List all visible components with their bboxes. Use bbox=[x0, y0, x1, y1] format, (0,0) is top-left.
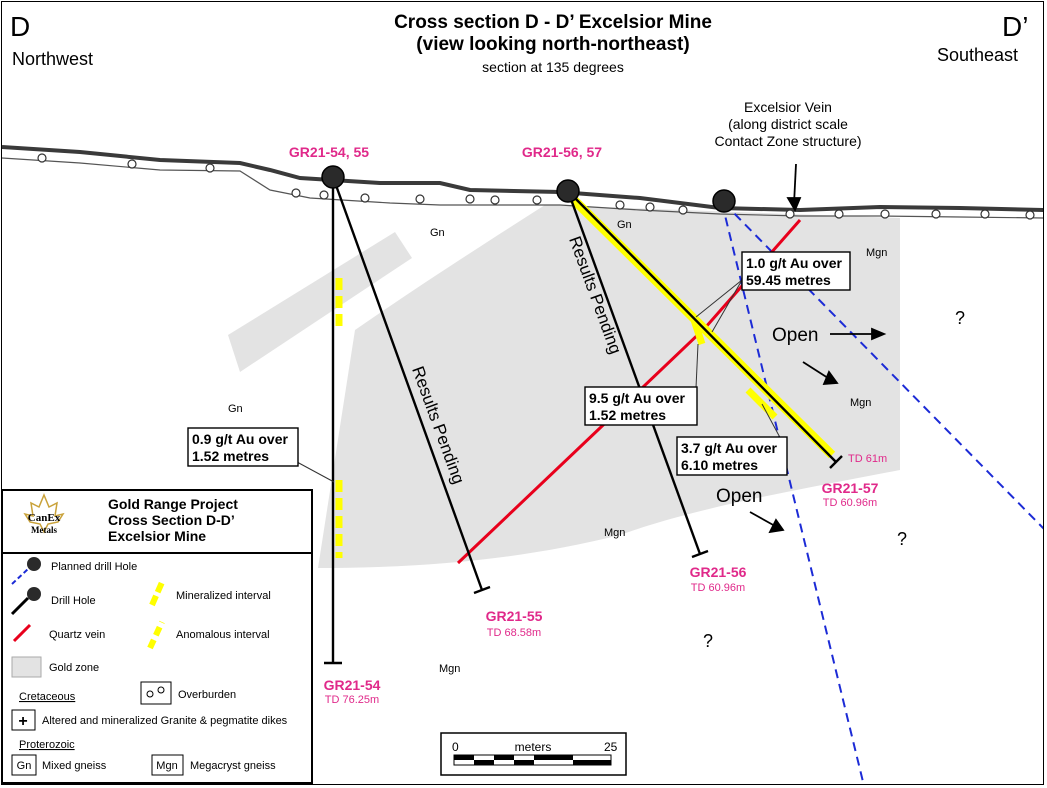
vein-label-line-2: (along district scale bbox=[728, 116, 848, 132]
rock-label-mgn-2: Mgn bbox=[850, 397, 871, 409]
logo-text-top: CanEx bbox=[28, 512, 61, 524]
result-box-1: 1.0 g/t Au over 59.45 metres bbox=[741, 251, 851, 291]
legend-gn-label: Mixed gneiss bbox=[42, 760, 107, 772]
legend-granite-symbol bbox=[11, 709, 36, 731]
legend-gold-label: Gold zone bbox=[49, 662, 99, 674]
svg-text:59.45 metres: 59.45 metres bbox=[746, 272, 831, 288]
legend-proterozoic-heading: Proterozoic bbox=[19, 739, 75, 751]
title-line-3: section at 135 degrees bbox=[482, 59, 624, 75]
collar-gr21-56-57 bbox=[556, 179, 580, 203]
legend-mineralized-label: Mineralized interval bbox=[176, 590, 271, 602]
svg-text:6.10 metres: 6.10 metres bbox=[681, 457, 758, 473]
legend-quartz-label: Quartz vein bbox=[49, 629, 105, 641]
open-label-1: Open bbox=[772, 325, 818, 346]
hole-td-gr21-54: TD 76.25m bbox=[325, 694, 379, 706]
corner-right-letter: D’ bbox=[1002, 11, 1028, 42]
legend-quartz-symbol bbox=[12, 623, 32, 643]
legend-granite-label: Altered and mineralized Granite & pegmat… bbox=[42, 715, 288, 727]
maple-leaf-icon bbox=[23, 493, 65, 534]
scale-label: meters bbox=[515, 740, 552, 754]
title-line-1: Cross section D - D’ Excelsior Mine bbox=[394, 12, 712, 33]
corner-left-direction: Northwest bbox=[12, 49, 93, 69]
collar-gr21-54-55 bbox=[321, 165, 345, 189]
logo-text-bottom: Metals bbox=[31, 525, 57, 535]
scale-bar bbox=[440, 732, 627, 776]
rock-label-gn-2: Gn bbox=[617, 219, 632, 231]
canex-logo: CanEx Metals bbox=[23, 493, 65, 535]
legend-anomalous-symbol bbox=[147, 620, 165, 650]
rock-label-mgn-3: Mgn bbox=[604, 527, 625, 539]
legend-panel bbox=[1, 489, 313, 784]
legend-overburden-symbol bbox=[140, 681, 172, 705]
hole-label-gr21-56: GR21-56 bbox=[690, 564, 747, 580]
open-label-2: Open bbox=[716, 486, 762, 507]
hole-label-gr21-54: GR21-54 bbox=[324, 677, 381, 693]
drill-holes bbox=[324, 176, 843, 665]
scale-end: 25 bbox=[604, 740, 618, 754]
svg-text:+: + bbox=[18, 713, 27, 730]
anomalous-interval-gr21-57 bbox=[745, 387, 778, 420]
rock-label-gn-3: Gn bbox=[228, 403, 243, 415]
legend-drill-label: Drill Hole bbox=[51, 595, 96, 607]
rock-label-gn-1: Gn bbox=[430, 227, 445, 239]
svg-text:3.7 g/t Au over: 3.7 g/t Au over bbox=[681, 440, 778, 456]
corner-right-direction: Southeast bbox=[937, 45, 1018, 65]
hole-td-gr21-55: TD 68.58m bbox=[487, 627, 541, 639]
collar-label-left: GR21-54, 55 bbox=[289, 144, 369, 160]
collar-label-middle: GR21-56, 57 bbox=[522, 144, 602, 160]
vein-label-line-1: Excelsior Vein bbox=[744, 99, 832, 115]
legend-mgn-symbol bbox=[151, 754, 184, 776]
vein-label-line-3: Contact Zone structure) bbox=[714, 133, 861, 149]
rock-label-mgn-1: Mgn bbox=[866, 247, 887, 259]
title-line-2: (view looking north-northeast) bbox=[416, 34, 689, 55]
svg-text:Gn: Gn bbox=[17, 760, 32, 772]
hole-td-extra: TD 61m bbox=[848, 453, 887, 465]
legend-mineralized-symbol bbox=[149, 578, 166, 607]
question-mark-1: ? bbox=[955, 308, 965, 328]
hole-td-gr21-57: TD 60.96m bbox=[823, 497, 877, 509]
legend-planned-symbol bbox=[11, 568, 29, 585]
svg-text:1.52 metres: 1.52 metres bbox=[589, 407, 666, 423]
svg-text:9.5 g/t Au over: 9.5 g/t Au over bbox=[589, 390, 686, 406]
arrows bbox=[749, 163, 887, 534]
svg-text:Mgn: Mgn bbox=[156, 760, 177, 772]
project-line-2: Cross Section D-D’ bbox=[108, 512, 235, 528]
result-box-3: 3.7 g/t Au over 6.10 metres bbox=[676, 436, 788, 476]
svg-text:0.9 g/t Au over: 0.9 g/t Au over bbox=[192, 431, 289, 447]
topography-upper-line bbox=[2, 145, 1043, 213]
result-box-2: 9.5 g/t Au over 1.52 metres bbox=[584, 386, 698, 426]
project-line-3: Excelsior Mine bbox=[108, 528, 206, 544]
project-line-1: Gold Range Project bbox=[108, 496, 238, 512]
hole-label-gr21-57: GR21-57 bbox=[822, 480, 879, 496]
legend-gold-symbol bbox=[11, 656, 42, 678]
legend-anomalous-label: Anomalous interval bbox=[176, 629, 270, 641]
result-box-4: 0.9 g/t Au over 1.52 metres bbox=[187, 427, 299, 467]
legend-overburden-label: Overburden bbox=[178, 689, 236, 701]
legend-planned-label: Planned drill Hole bbox=[51, 561, 137, 573]
svg-text:1.52 metres: 1.52 metres bbox=[192, 448, 269, 464]
hole-label-gr21-55: GR21-55 bbox=[486, 608, 543, 624]
overburden-symbols bbox=[37, 153, 1035, 220]
legend-mgn-label: Megacryst gneiss bbox=[190, 760, 276, 772]
scale-start: 0 bbox=[452, 740, 459, 754]
legend-gn-symbol bbox=[11, 754, 37, 776]
rock-label-mgn-4: Mgn bbox=[439, 663, 460, 675]
corner-left-letter: D bbox=[10, 11, 30, 42]
anomalous-interval-gr21-56 bbox=[690, 318, 706, 346]
legend-cretaceous-heading: Cretaceous bbox=[19, 691, 76, 703]
question-mark-3: ? bbox=[703, 631, 713, 651]
question-mark-2: ? bbox=[897, 529, 907, 549]
planned-hole-steep bbox=[721, 202, 865, 784]
hole-td-gr21-56: TD 60.96m bbox=[691, 582, 745, 594]
svg-text:1.0 g/t Au over: 1.0 g/t Au over bbox=[746, 255, 843, 271]
collar-planned bbox=[712, 189, 736, 213]
legend-drill-symbol bbox=[10, 596, 30, 616]
